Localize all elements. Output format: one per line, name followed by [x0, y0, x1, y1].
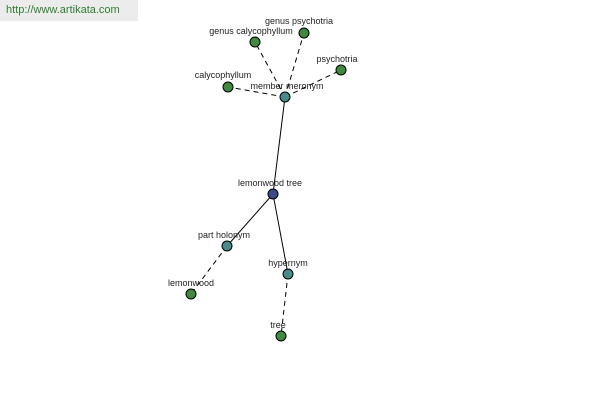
node-lemonwood-tree[interactable]: [267, 188, 279, 200]
node-calycophyllum[interactable]: [222, 81, 234, 93]
node-genus-calycophyllum[interactable]: [249, 36, 261, 48]
edge-member-meronym-to-psychotria: [284, 69, 342, 98]
node-label-psychotria[interactable]: psychotria: [316, 54, 357, 64]
node-label-member-meronym[interactable]: member meronym: [250, 81, 323, 91]
node-label-calycophyllum[interactable]: calycophyllum: [195, 70, 252, 80]
edge-member-meronym-to-calycophyllum: [227, 86, 286, 98]
url-link[interactable]: http://www.artikata.com: [6, 4, 120, 16]
node-psychotria[interactable]: [335, 64, 347, 76]
node-tree[interactable]: [275, 330, 287, 342]
node-label-lemonwood[interactable]: lemonwood: [168, 278, 214, 288]
node-lemonwood[interactable]: [185, 288, 197, 300]
edge-member-meronym-to-genus-calycophyllum: [254, 41, 286, 98]
node-label-lemonwood-tree[interactable]: lemonwood tree: [238, 178, 302, 188]
url-banner[interactable]: http://www.artikata.com: [0, 0, 138, 21]
edge-lemonwood-tree-to-hypernym: [272, 193, 289, 275]
node-label-genus-calycophyllum[interactable]: genus calycophyllum: [209, 26, 293, 36]
node-label-genus-psychotria[interactable]: genus psychotria: [265, 16, 333, 26]
node-genus-psychotria[interactable]: [298, 27, 310, 39]
node-label-tree[interactable]: tree: [270, 320, 286, 330]
edge-hypernym-to-tree: [280, 273, 289, 337]
node-label-hypernym[interactable]: hypernym: [268, 258, 308, 268]
node-hypernym[interactable]: [282, 268, 294, 280]
edge-member-meronym-to-genus-psychotria: [284, 32, 305, 98]
edge-lemonwood-tree-to-member-meronym: [272, 96, 286, 195]
edge-lemonwood-tree-to-part-holonym: [226, 193, 274, 247]
node-member-meronym[interactable]: [279, 91, 291, 103]
node-label-part-holonym[interactable]: part holonym: [198, 230, 250, 240]
node-part-holonym[interactable]: [221, 240, 233, 252]
edge-part-holonym-to-lemonwood: [190, 245, 228, 295]
